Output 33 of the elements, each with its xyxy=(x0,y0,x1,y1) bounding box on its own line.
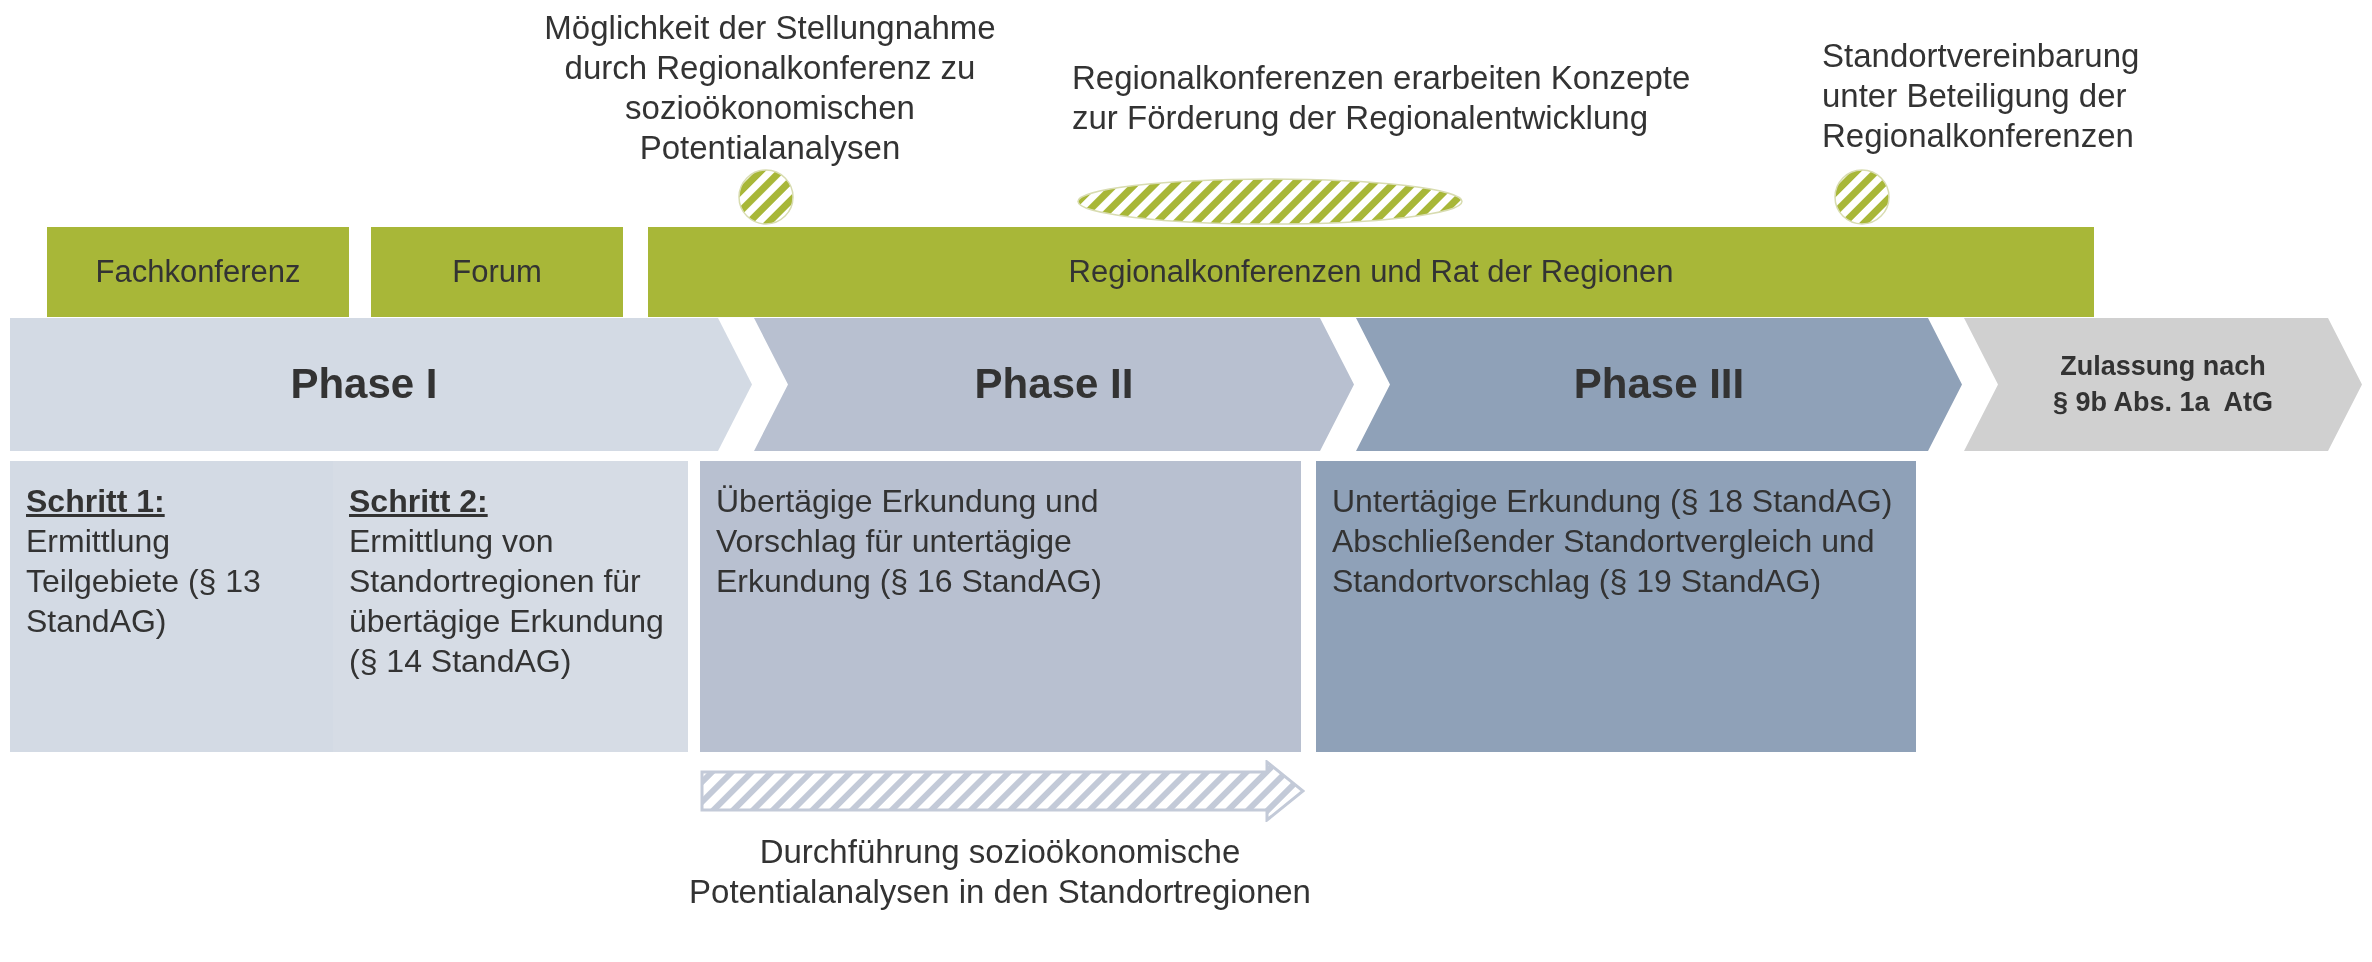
node-text: Zulassung nach § 9b Abs. 1a AtG xyxy=(2051,350,2275,419)
annotation-text: Standortvereinbarung unter Beteiligung der Regionalkonferenzen xyxy=(1822,36,2141,156)
node-text: Forum xyxy=(452,254,542,290)
node-text: Regionalkonferenzen und Rat der Regionen xyxy=(1068,254,1674,290)
annotation-text: Möglichkeit der Stellungnahme durch Regionalkonferenz zu sozioökonomischen Potentialanalysen xyxy=(543,8,997,168)
step-heading: Schritt 1: xyxy=(26,482,166,521)
node-text: Phase II xyxy=(974,359,1134,410)
node-text: Phase I xyxy=(290,359,438,410)
hatched-arrow xyxy=(700,760,1305,822)
step-text: Ermittlung Teilgebiete (§ 13 StandAG) xyxy=(26,522,262,641)
stakeholder-bar xyxy=(648,227,2094,317)
hatched-ellipse xyxy=(738,169,794,225)
hatched-ellipse xyxy=(1834,169,1890,225)
phase-step xyxy=(10,318,752,451)
step-text: Untertägige Erkundung (§ 18 StandAG) xyxy=(1332,482,1894,521)
stakeholder-bar xyxy=(371,227,623,317)
step-text: Ermittlung von Standortregionen für übertägige Erkundung (§ 14 StandAG) xyxy=(349,522,665,681)
step-panel xyxy=(700,461,1301,752)
step-panel xyxy=(333,461,688,752)
step-text: Abschließender Standortvergleich und Standortvorschlag (§ 19 StandAG) xyxy=(1332,522,1876,601)
step-text: Übertägige Erkundung und Vorschlag für untertägige Erkundung (§ 16 StandAG) xyxy=(716,482,1103,601)
hatched-ellipse xyxy=(1077,178,1463,225)
annotation-text: Durchführung sozioökonomische Potentialanalysen in den Standortregionen xyxy=(688,832,1312,912)
step-panel xyxy=(10,461,333,752)
step-heading: Schritt 2: xyxy=(349,482,489,521)
annotation-text: Regionalkonferenzen erarbeiten Konzepte zur Förderung der Regionalentwicklung xyxy=(1072,58,1692,138)
step-panel xyxy=(1316,461,1916,752)
phase-step xyxy=(1356,318,1962,451)
node-text: Phase III xyxy=(1573,359,1745,410)
phase-step xyxy=(1964,318,2362,451)
stakeholder-bar xyxy=(47,227,349,317)
phase-step xyxy=(754,318,1354,451)
node-text: Fachkonferenz xyxy=(95,254,301,290)
